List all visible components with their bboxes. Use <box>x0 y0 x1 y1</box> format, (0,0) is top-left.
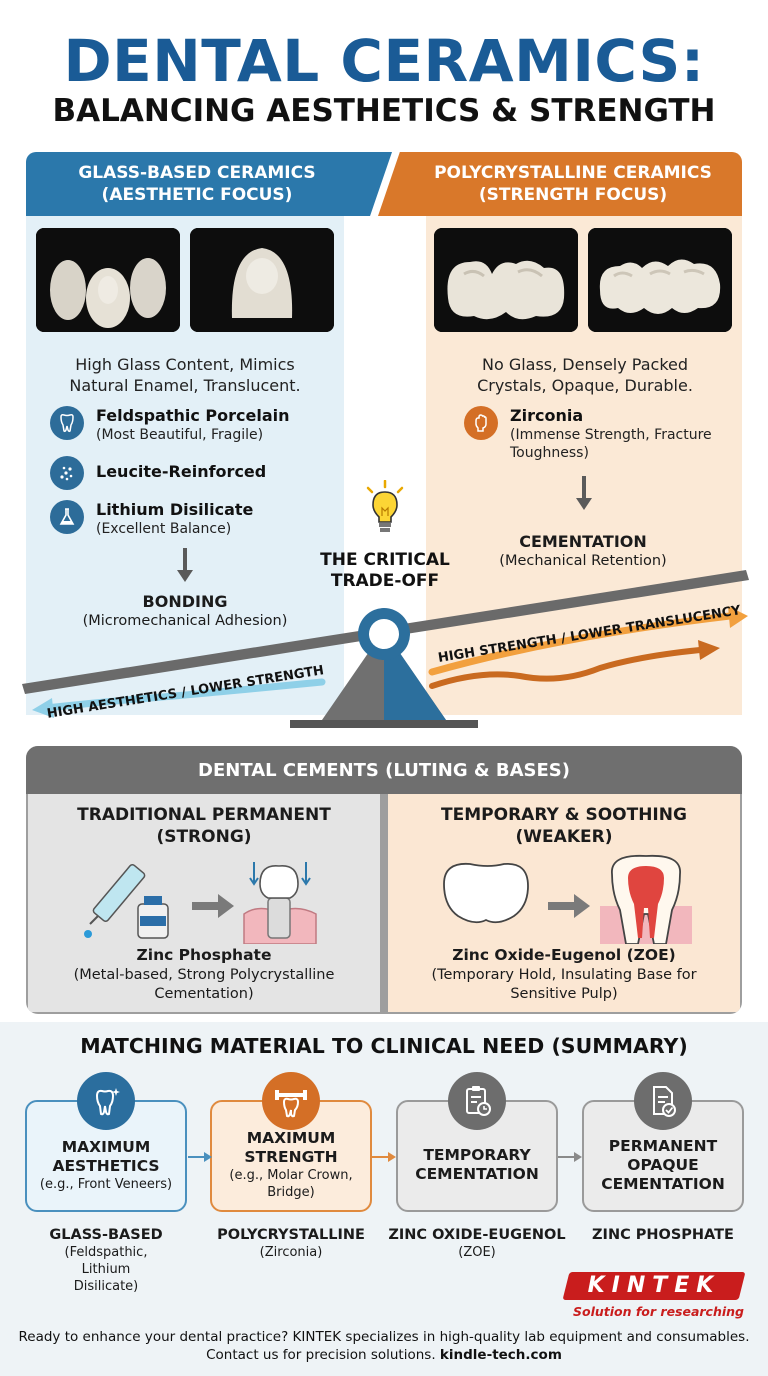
glass-focus: (AESTHETIC FOCUS) <box>101 185 293 205</box>
right-arrow-icon <box>548 894 590 918</box>
down-arrow-icon <box>177 548 193 582</box>
connector-arrow-icon <box>188 1152 212 1162</box>
summary-card-title: TEMPORARY CEMENTATION <box>415 1146 539 1183</box>
page-subtitle: BALANCING AESTHETICS & STRENGTH <box>52 93 716 129</box>
cement-temporary-panel: TEMPORARY & SOOTHING (WEAKER) Zinc Oxide… <box>388 794 740 1012</box>
footer-website-link[interactable]: kindle-tech.com <box>439 1347 562 1363</box>
poly-description: No Glass, Densely Packed Crystals, Opaqu… <box>477 355 693 395</box>
poly-item-zirconia: Zirconia (Immense Strength, Fracture Tou… <box>464 406 730 462</box>
tooth-pulp-illustration <box>443 854 692 944</box>
zirconia-bridge-photo <box>588 228 732 332</box>
summary-label-glass: GLASS-BASED (Feldspathic, Lithium Disili… <box>16 1226 196 1295</box>
poly-method: CEMENTATION (Mechanical Retention) <box>450 532 716 571</box>
logo-text: KINTEK <box>587 1273 721 1298</box>
footer-line2: Contact us for precision solutions. kind… <box>0 1346 768 1364</box>
down-arrow-icon <box>576 476 592 510</box>
summary-label-zinc-phosphate: ZINC PHOSPHATE <box>573 1226 753 1244</box>
summary-label-poly: POLYCRYSTALLINE (Zirconia) <box>201 1226 381 1261</box>
cement-permanent-title: TRADITIONAL PERMANENT (STRONG) <box>77 805 331 847</box>
bottle-icon <box>137 896 169 939</box>
dumbbell-tooth-icon <box>262 1072 320 1130</box>
page-title: DENTAL CERAMICS: <box>63 27 705 95</box>
poly-item-note: (Immense Strength, Fracture Toughness) <box>510 427 712 461</box>
summary-label-title: POLYCRYSTALLINE <box>217 1227 365 1243</box>
poly-method-note: (Mechanical Retention) <box>499 553 667 569</box>
cement-permanent-name: Zinc Phosphate <box>136 946 272 964</box>
summary-card-title: MAXIMUM AESTHETICS <box>52 1137 160 1175</box>
summary-label-note: (Zirconia) <box>259 1245 323 1260</box>
syringe-bonding-illustration <box>84 862 317 944</box>
poly-banner: POLYCRYSTALLINE CERAMICS (STRENGTH FOCUS… <box>378 152 742 216</box>
crown-cementing-icon <box>243 862 317 944</box>
kintek-logo: KINTEK Solution for researching <box>562 1272 746 1322</box>
cements-section: DENTAL CEMENTS (LUTING & BASES) TRADITIO… <box>26 746 742 1014</box>
crystal-icon <box>50 456 84 490</box>
footer-line1: Ready to enhance your dental practice? K… <box>18 1329 750 1345</box>
summary-card-aesthetics: MAXIMUM AESTHETICS (e.g., Front Veneers) <box>25 1100 187 1212</box>
connector-arrow-icon <box>558 1152 582 1162</box>
connector-arrow-icon <box>372 1152 396 1162</box>
lightbulb-icon <box>366 480 404 532</box>
seesaw-scale: HIGH AESTHETICS / LOWER STRENGTH HIGH ST… <box>22 570 749 728</box>
glass-method-note: (Micromechanical Adhesion) <box>82 613 288 629</box>
footer: Ready to enhance your dental practice? K… <box>0 1328 768 1364</box>
cement-permanent-note: (Metal-based, Strong Polycrystalline Cem… <box>73 967 335 1002</box>
glass-item-lithium: Lithium Disilicate (Excellent Balance) <box>50 500 253 538</box>
tooth-icon <box>443 862 529 924</box>
summary-card-note: (e.g., Molar Crown, Bridge) <box>229 1168 353 1200</box>
summary-label-title: ZINC OXIDE-EUGENOL <box>388 1227 566 1243</box>
tradeoff-label: THE CRITICAL TRADE-OFF <box>320 550 450 591</box>
left-arrow-label: HIGH AESTHETICS / LOWER STRENGTH <box>46 663 325 722</box>
poly-item-name: Zirconia <box>510 406 584 425</box>
glass-method: BONDING (Micromechanical Adhesion) <box>50 592 320 631</box>
right-arrow-icon <box>192 894 234 918</box>
cement-temporary-title: TEMPORARY & SOOTHING (WEAKER) <box>441 805 687 847</box>
sparkle-tooth-icon <box>77 1072 135 1130</box>
logo-tagline: Solution for researching <box>572 1304 744 1319</box>
glass-description: High Glass Content, Mimics Natural Ename… <box>69 355 301 395</box>
summary-card-title: PERMANENT OPAQUE CEMENTATION <box>601 1136 725 1193</box>
glass-item-feldspathic: Feldspathic Porcelain (Most Beautiful, F… <box>50 406 290 444</box>
poly-method-name: CEMENTATION <box>519 532 647 551</box>
summary-label-title: GLASS-BASED <box>49 1227 163 1243</box>
tooth-icon <box>50 406 84 440</box>
glass-item-name: Leucite-Reinforced <box>96 462 267 481</box>
poly-focus: (STRENGTH FOCUS) <box>478 185 668 205</box>
flask-icon <box>50 500 84 534</box>
glass-title: GLASS-BASED CERAMICS <box>78 163 316 183</box>
veneer-photo <box>36 228 180 332</box>
glass-item-leucite: Leucite-Reinforced <box>50 456 266 490</box>
footer-line2-prefix: Contact us for precision solutions. <box>206 1347 436 1363</box>
summary-label-note: (ZOE) <box>458 1245 496 1260</box>
summary-card-note: (e.g., Front Veneers) <box>39 1176 173 1192</box>
cement-temporary-note: (Temporary Hold, Insulating Base for Sen… <box>431 967 697 1002</box>
fist-icon <box>464 406 498 440</box>
poly-title: POLYCRYSTALLINE CERAMICS <box>434 163 712 183</box>
glass-method-name: BONDING <box>142 592 228 611</box>
cements-heading: DENTAL CEMENTS (LUTING & BASES) <box>26 746 742 794</box>
summary-card-title: MAXIMUM STRENGTH <box>244 1129 338 1166</box>
document-check-icon <box>634 1072 692 1130</box>
glass-item-note: (Excellent Balance) <box>96 521 232 537</box>
glass-item-note: (Most Beautiful, Fragile) <box>96 427 264 443</box>
summary-label-title: ZINC PHOSPHATE <box>592 1227 734 1243</box>
glass-item-name: Feldspathic Porcelain <box>96 406 290 425</box>
cement-permanent-panel: TRADITIONAL PERMANENT (STRONG) Zinc Ph <box>28 794 380 1012</box>
syringe-icon <box>84 863 146 938</box>
summary-label-note: (Feldspathic, Lithium Disilicate) <box>64 1245 148 1294</box>
glass-banner: GLASS-BASED CERAMICS (AESTHETIC FOCUS) <box>26 152 392 216</box>
summary-label-zoe: ZINC OXIDE-EUGENOL (ZOE) <box>387 1226 567 1261</box>
cement-temporary-name: Zinc Oxide-Eugenol (ZOE) <box>452 946 676 964</box>
summary-title: MATCHING MATERIAL TO CLINICAL NEED (SUMM… <box>80 1034 688 1058</box>
zirconia-crowns-photo <box>434 228 578 332</box>
tooth-cross-section-icon <box>600 854 692 944</box>
clipboard-clock-icon <box>448 1072 506 1130</box>
glass-item-name: Lithium Disilicate <box>96 500 254 519</box>
crown-photo <box>190 228 334 332</box>
